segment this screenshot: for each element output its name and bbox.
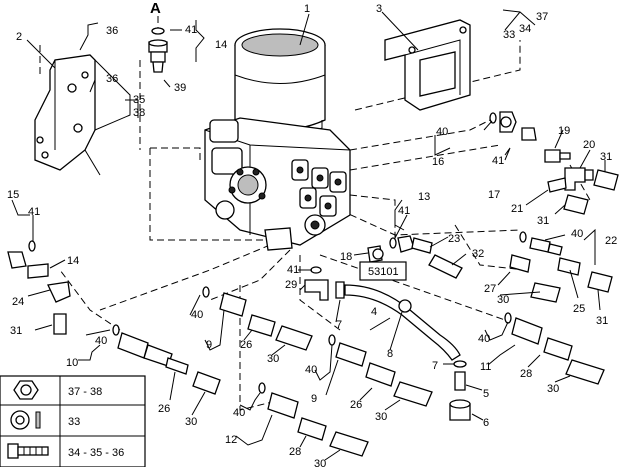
callout-31c: 31: [600, 151, 612, 163]
callout-3: 3: [376, 3, 382, 15]
callout-27: 27: [484, 283, 496, 295]
callout-33: 33: [503, 29, 515, 41]
callout-30b: 30: [185, 416, 197, 428]
callout-14b: 14: [67, 255, 79, 267]
callout-16: 16: [432, 156, 444, 168]
callout-9b: 9: [311, 393, 317, 405]
callout-20: 20: [583, 139, 595, 151]
section-marker: A: [150, 0, 161, 17]
callout-numbers: 1 2 3 4 5 6 7 7 8 9 9 10 11 12 13 14 14 …: [7, 3, 617, 467]
fitting-group-12: [258, 382, 369, 457]
reference-box: [359, 261, 407, 281]
fitting-20: [547, 167, 594, 193]
callout-26a: 26: [240, 339, 252, 351]
callout-30d: 30: [497, 294, 509, 306]
callout-4: 4: [371, 306, 377, 318]
callout-13: 13: [418, 191, 430, 203]
callout-35: 35: [133, 94, 145, 106]
callout-28b: 28: [289, 446, 301, 458]
callout-40g: 40: [478, 333, 490, 345]
legend-label-washer: 33: [68, 416, 80, 428]
hose-pieces-right: [428, 169, 619, 303]
callout-24: 24: [12, 296, 24, 308]
callout-36a: 36: [106, 25, 118, 37]
callout-40d: 40: [191, 309, 203, 321]
callout-41d: 41: [492, 155, 504, 167]
washer-icon: [10, 410, 41, 430]
callout-40f: 40: [233, 407, 245, 419]
bolt-icon: [7, 443, 49, 459]
callout-32: 32: [472, 248, 484, 260]
callout-41a: 41: [185, 24, 197, 36]
callout-40e: 40: [305, 364, 317, 376]
callout-37: 37: [536, 11, 548, 23]
bracket-left: [34, 54, 131, 176]
callout-22: 22: [605, 235, 617, 247]
callout-17: 17: [488, 189, 500, 201]
section-a-fittings: A: [148, 0, 168, 73]
legend-table: 37 - 38 33 34 - 35 - 36: [0, 375, 146, 467]
callout-8: 8: [387, 348, 393, 360]
callout-2: 2: [16, 31, 22, 43]
bracket-right: [384, 19, 471, 111]
callout-7a: 7: [336, 319, 342, 331]
fitting-19: [544, 149, 571, 163]
callout-5: 5: [483, 388, 489, 400]
callout-23: 23: [448, 233, 460, 245]
callout-28a: 28: [520, 368, 532, 380]
callout-30f: 30: [314, 458, 326, 467]
callout-11: 11: [480, 361, 491, 373]
callout-39: 39: [174, 82, 186, 94]
callout-41c: 41: [398, 205, 410, 217]
callout-26b: 26: [158, 403, 170, 415]
pipe-4: [335, 281, 461, 361]
fitting-group-left: [7, 240, 71, 335]
hex-nut-icon: [13, 380, 39, 400]
fitting-group-22: [509, 231, 581, 276]
leader-lines: [11, 9, 606, 461]
fitting-group-10: [112, 324, 221, 395]
callout-10: 10: [66, 357, 78, 369]
legend-label-nut: 37 - 38: [68, 386, 102, 398]
callout-30e: 30: [547, 383, 559, 395]
callout-15: 15: [7, 189, 19, 201]
callout-31b: 31: [537, 215, 549, 227]
callout-40a: 40: [436, 126, 448, 138]
fitting-group-9: [202, 286, 433, 407]
callout-30c: 30: [375, 411, 387, 423]
fitting-18: [367, 245, 384, 263]
callout-29: 29: [285, 279, 297, 291]
callout-9a: 9: [206, 339, 212, 351]
callout-41e: 41: [287, 264, 299, 276]
fitting-group-11: [504, 312, 605, 385]
legend-label-bolt: 34 - 35 - 36: [68, 447, 124, 459]
callout-38: 38: [133, 107, 145, 119]
fitting-29: [304, 266, 329, 301]
callout-26c: 26: [350, 399, 362, 411]
callout-21: 21: [511, 203, 523, 215]
callout-41b: 41: [28, 206, 40, 218]
callout-40b: 40: [571, 228, 583, 240]
fitting-group-5-6: [449, 360, 471, 421]
callout-6: 6: [483, 417, 489, 429]
callout-12: 12: [225, 434, 237, 446]
callout-7b: 7: [432, 360, 438, 372]
reference-box-label: 53101: [368, 266, 399, 278]
callout-18: 18: [340, 251, 352, 263]
callout-1: 1: [304, 3, 310, 15]
callout-34: 34: [519, 23, 531, 35]
callout-36b: 36: [106, 73, 118, 85]
callout-30a: 30: [267, 353, 279, 365]
callout-31a: 31: [10, 325, 22, 337]
callout-25: 25: [573, 303, 585, 315]
callout-19: 19: [558, 125, 570, 137]
callout-14a: 14: [215, 39, 227, 51]
air-dryer-assembly: [204, 28, 351, 251]
callout-31d: 31: [596, 315, 608, 327]
fitting-group-16: [489, 111, 537, 141]
fitting-group-13: [389, 235, 433, 254]
callout-40c: 40: [95, 335, 107, 347]
